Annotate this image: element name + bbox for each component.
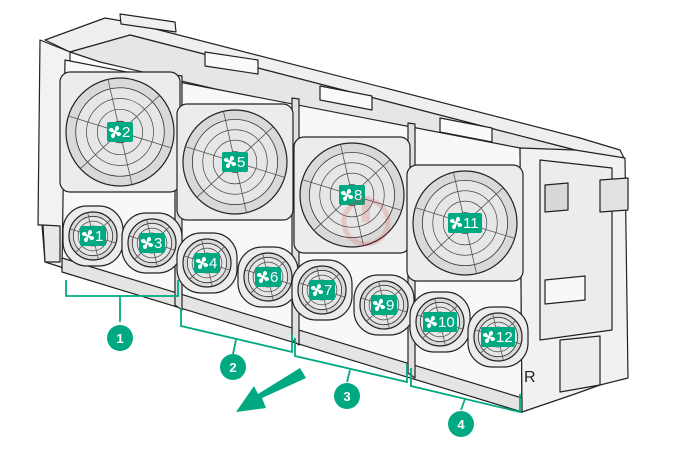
fan-number: 11 [463,215,479,232]
fan-label-7: 7 [309,280,335,300]
bay-brackets [65,280,521,414]
airflow-arrow [236,368,306,412]
bay-callout-4: 4 [448,411,474,437]
fan-number: 5 [237,154,245,171]
fan-10: 10 [409,291,471,353]
fan-label-8: 8 [339,185,365,205]
fan-2: 2 [59,71,181,193]
fan-label-11: 11 [448,213,482,233]
fan-1: 1 [62,205,124,267]
fan-11: 11 [406,164,524,282]
fan-label-3: 3 [139,233,165,253]
fan-number: 1 [95,228,103,245]
fan-12: 12 [467,306,529,368]
fan-8: 8 [293,136,411,254]
fan-9: 9 [353,274,415,336]
fan-number: 3 [154,235,162,252]
fan-3: 3 [121,212,183,274]
bay-number: 2 [229,360,236,375]
fan-5: 5 [176,103,294,221]
fan-label-12: 12 [481,327,515,347]
fan-number: 12 [496,329,513,346]
fan-number: 4 [209,255,217,272]
fan-label-10: 10 [423,312,457,332]
fan-label-4: 4 [194,253,220,273]
fan-number: 2 [122,124,130,141]
bay-callout-3: 3 [334,383,360,409]
fan-label-9: 9 [371,295,397,315]
fan-label-5: 5 [222,152,248,172]
fan-6: 6 [237,246,299,308]
bay-number: 3 [343,389,350,404]
fan-label-1: 1 [80,226,106,246]
fan-number: 7 [324,282,332,299]
bay-callout-2: 2 [220,354,246,380]
fan-7: 7 [291,259,353,321]
rear-marker: R [524,369,536,386]
bay-number: 1 [116,331,123,346]
fan-label-6: 6 [255,267,281,287]
watermark [341,196,391,247]
bay-callout-1: 1 [107,325,133,351]
fan-number: 10 [438,314,455,331]
bay-number: 4 [457,417,465,432]
fan-label-2: 2 [107,122,133,142]
fan-4: 4 [176,232,238,294]
fan-number: 8 [354,187,362,204]
bay-callout-layer: 1 2 3 4 [107,325,474,437]
fan-number: 6 [270,269,278,286]
fan-number: 9 [386,297,394,314]
